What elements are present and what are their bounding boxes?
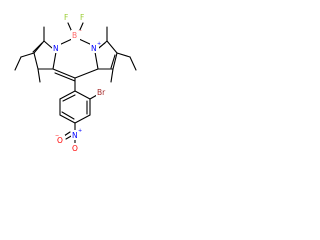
fluorine-left-label: F [64,13,68,22]
bodipy-structure: F F B − N N + Br N + O − O [14,12,137,152]
structure-canvas: F F B − N N + Br N + O − O [0,0,152,152]
nitro-oxygen-left-label: O [57,136,63,145]
nitrogen-right-charge-label: + [97,41,101,47]
boron-charge-label: − [78,28,82,34]
bromine-label: Br [97,88,106,97]
nitro-oxygen-charge-label: − [55,133,59,139]
nitro-nitrogen-charge-label: + [78,128,82,134]
bond-skeleton [14,22,137,146]
boron-label: B [72,31,77,40]
nitro-oxygen-top-label: O [72,144,78,152]
nitrogen-left-label: N [53,44,59,53]
fluorine-right-label: F [80,13,84,22]
nitrogen-right-label: N [91,44,97,53]
nitro-nitrogen-label: N [72,131,78,140]
